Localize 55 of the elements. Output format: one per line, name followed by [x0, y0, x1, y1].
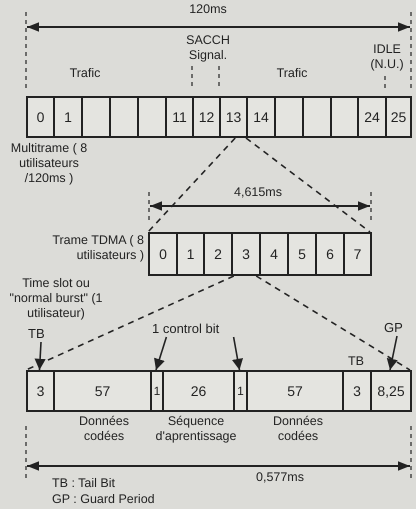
annotation-text: TB: [28, 327, 45, 341]
leader-arrow: [232, 336, 244, 370]
slot-cell: 24: [357, 96, 387, 138]
dimension-label: 4,615ms: [233, 185, 283, 200]
slot-cell: 4: [259, 232, 289, 276]
slot-cell: 5: [287, 232, 317, 276]
slot-cell: 7: [343, 232, 372, 276]
frame-caption: Multitrame ( 8 utilisateurs /120ms ): [10, 141, 88, 186]
leader-arrow: [34, 342, 46, 370]
zoom-line: [246, 137, 370, 233]
empty-slot-cell: [137, 96, 167, 138]
slot-cell: 0: [148, 232, 178, 276]
field-label: Séquence d'aprentissage: [154, 414, 238, 444]
slot-cell: 14: [246, 96, 276, 138]
slot-cell: 8,25: [370, 370, 412, 412]
slot-cell: 57: [53, 370, 152, 412]
slot-cell: 2: [203, 232, 233, 276]
slot-cell: 3: [342, 370, 372, 412]
zoom-line: [256, 275, 410, 371]
slot-cell: 13: [219, 96, 248, 138]
frame-caption: Trame TDMA ( 8 utilisateurs ): [51, 233, 144, 263]
annotation-text: 1 control bit: [152, 322, 220, 336]
slot-cell: 11: [165, 96, 194, 138]
segment-label: Trafic: [276, 66, 308, 81]
dimension-label: 0,577ms: [255, 470, 305, 485]
segment-label: Trafic: [68, 66, 102, 81]
zoom-line: [26, 275, 234, 371]
field-label: Données codées: [272, 414, 324, 444]
leader-arrow: [386, 336, 398, 370]
slot-cell: 12: [192, 96, 221, 138]
dimension-label: 120ms: [188, 2, 228, 17]
legend-text: GP : Guard Period: [52, 492, 156, 507]
segment-label: SACCH Signal.: [185, 33, 231, 63]
slot-cell: 3: [26, 370, 55, 412]
empty-slot-cell: [81, 96, 111, 138]
slot-cell: 57: [246, 370, 344, 412]
leader-arrow: [154, 336, 168, 370]
empty-slot-cell: [274, 96, 304, 138]
empty-slot-cell: [302, 96, 332, 138]
empty-slot-cell: [109, 96, 139, 138]
legend-text: TB : Tail Bit: [52, 476, 116, 491]
annotation-text: TB: [347, 354, 365, 369]
slot-cell: 26: [162, 370, 235, 412]
slot-cell: 1: [176, 232, 205, 276]
slot-cell: 1: [53, 96, 83, 138]
slot-cell: 3: [231, 232, 261, 276]
annotation-text: GP: [384, 321, 403, 335]
segment-label: IDLE (N.U.): [369, 42, 405, 72]
slot-cell: 25: [385, 96, 412, 138]
slot-cell: 6: [315, 232, 345, 276]
frame-caption: Time slot ou "normal burst" (1 utilisateur): [8, 276, 104, 321]
empty-slot-cell: [330, 96, 359, 138]
zoom-line: [147, 137, 236, 233]
field-label: Données codées: [78, 414, 130, 444]
slot-cell: 0: [26, 96, 55, 138]
